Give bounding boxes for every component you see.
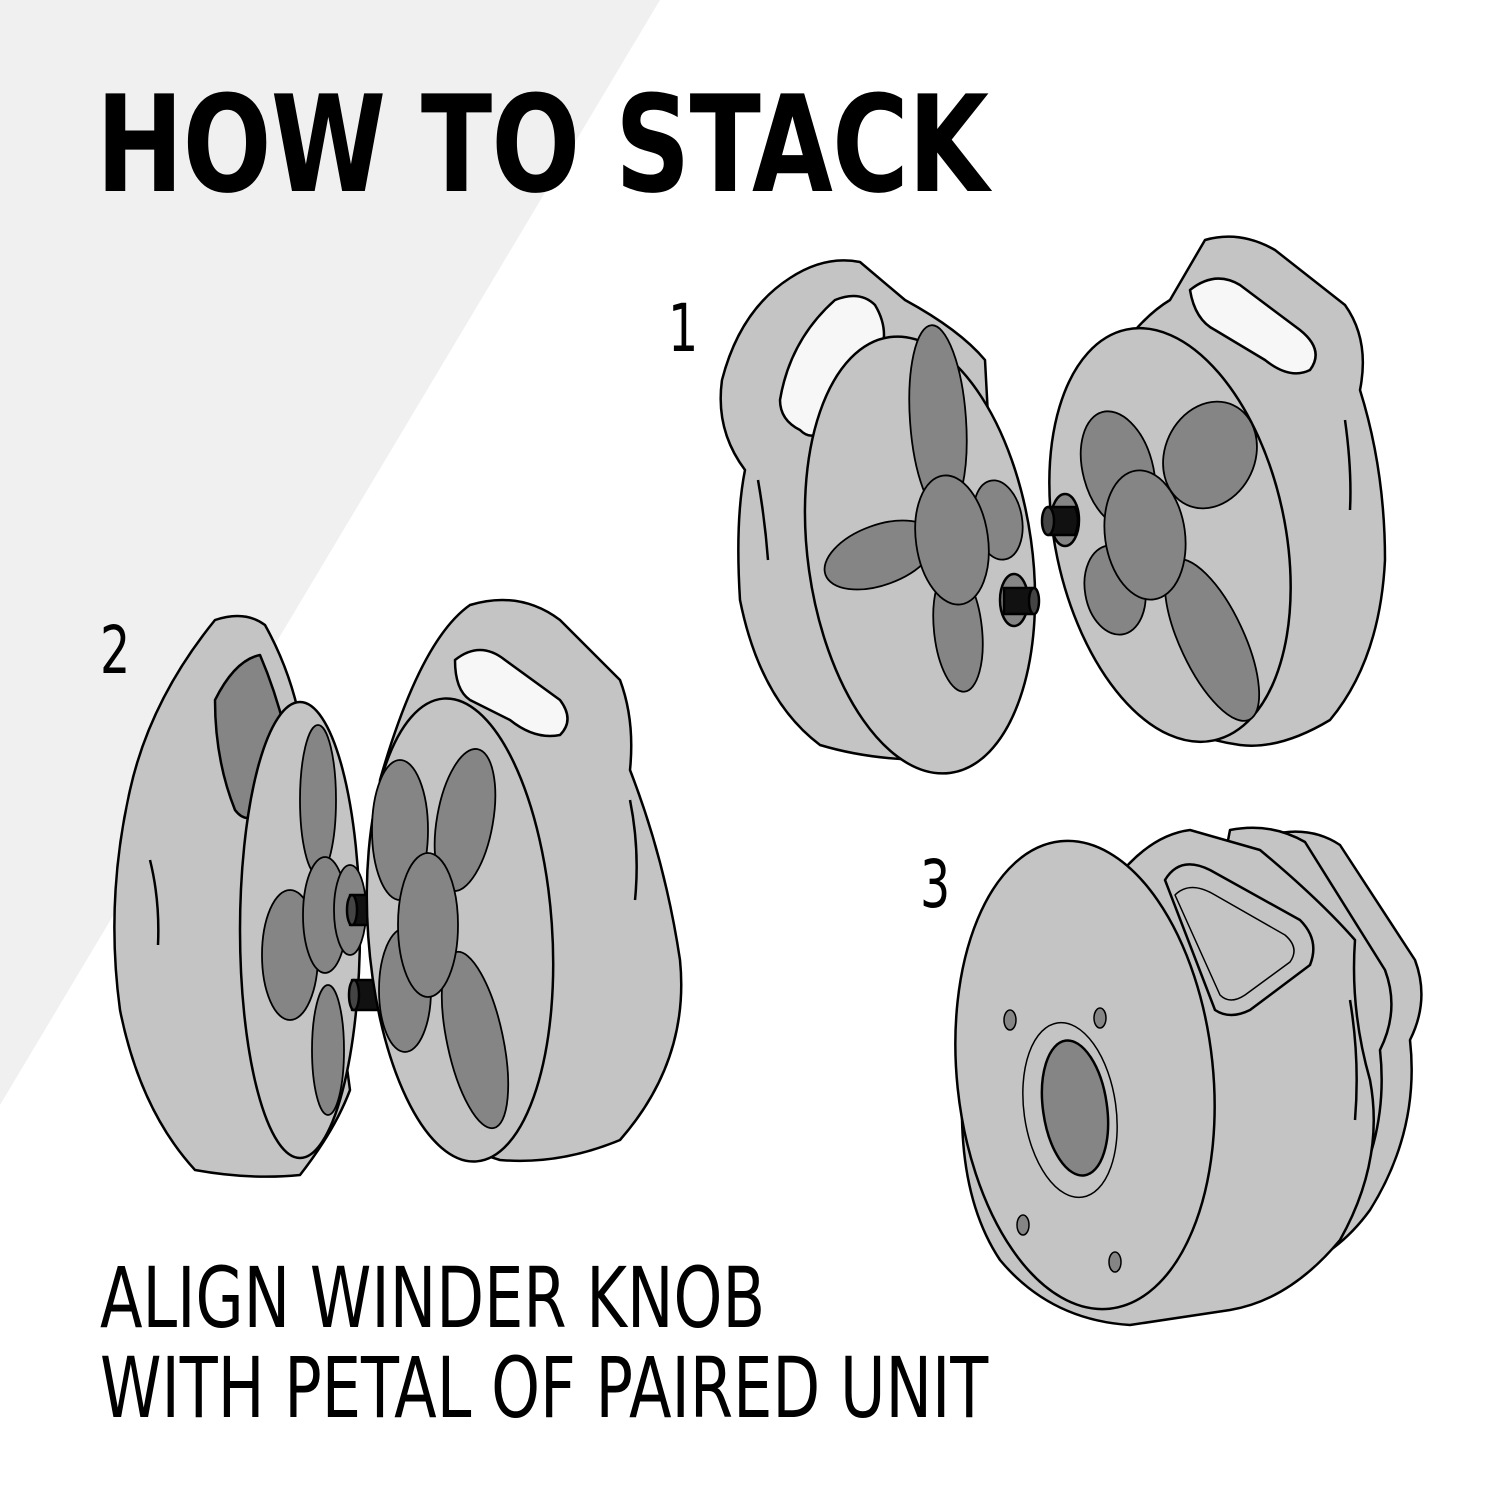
step-1-right-reel	[1040, 235, 1387, 747]
page-title: HOW TO STACK	[96, 67, 989, 223]
step-2-illustration	[113, 598, 683, 1178]
caption-line-2: WITH PETAL OF PAIRED UNIT	[100, 1339, 989, 1437]
step-2-right-reel	[365, 598, 683, 1163]
step-2-left-reel	[113, 614, 392, 1178]
step-number-1: 1	[668, 290, 699, 367]
caption-line-1: ALIGN WINDER KNOB	[100, 1249, 766, 1347]
step-1-left-reel	[719, 259, 1041, 775]
step-number-2: 2	[100, 612, 131, 689]
instruction-caption: ALIGN WINDER KNOB WITH PETAL OF PAIRED U…	[100, 1256, 988, 1430]
step-1-illustration	[719, 235, 1387, 775]
step-number-3: 3	[920, 846, 951, 923]
step-3-illustration	[954, 826, 1423, 1327]
